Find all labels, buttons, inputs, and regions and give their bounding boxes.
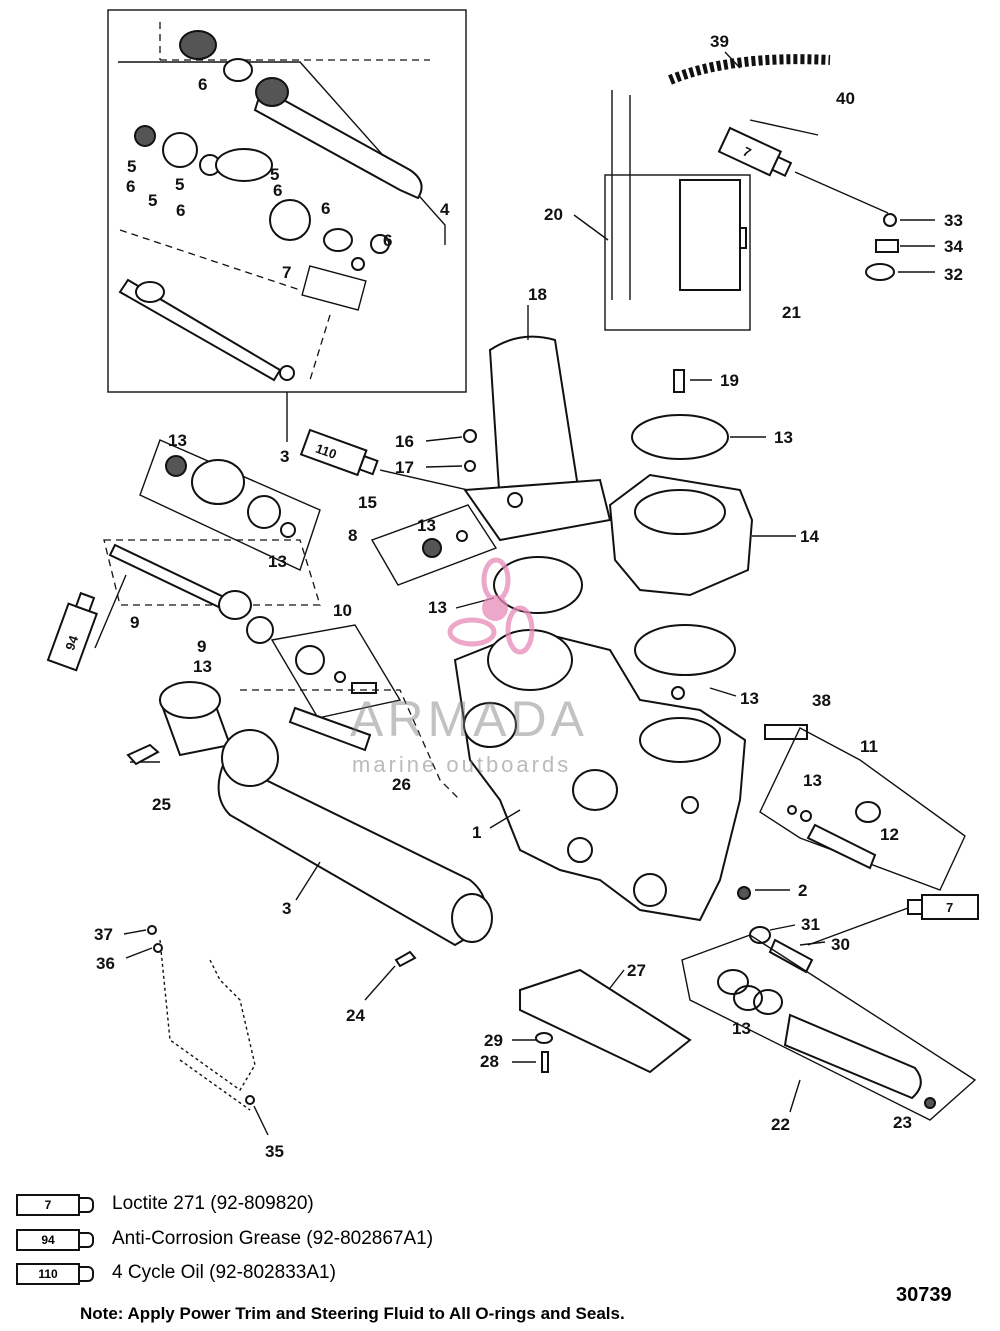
trim-motor	[604, 54, 831, 331]
callout-19: 19	[720, 371, 739, 390]
callout-33: 33	[944, 211, 963, 230]
callout-10: 10	[333, 601, 352, 620]
callout-3: 3	[280, 447, 289, 466]
manifold-kit	[103, 439, 321, 644]
pump	[608, 473, 754, 597]
callout-13: 13	[732, 1019, 751, 1038]
callout-7: 7	[282, 263, 291, 282]
callout-2: 2	[798, 881, 807, 900]
callout-5: 5	[127, 157, 136, 176]
watermark-subtitle: marine outboards	[352, 752, 572, 777]
callout-5: 5	[270, 165, 279, 184]
watermark: ARMADA marine outboards	[340, 690, 660, 790]
callout-35: 35	[265, 1142, 284, 1161]
callout-13: 13	[740, 689, 759, 708]
callout-28: 28	[480, 1052, 499, 1071]
callout-37: 37	[94, 925, 113, 944]
callout-20: 20	[544, 205, 563, 224]
callout-21: 21	[782, 303, 801, 322]
callout-15: 15	[358, 493, 377, 512]
callout-13: 13	[428, 598, 447, 617]
tube-94: 94	[46, 591, 98, 672]
main-body	[453, 628, 747, 922]
callout-26: 26	[392, 775, 411, 794]
callout-8: 8	[348, 526, 357, 545]
callout-32: 32	[944, 265, 963, 284]
callout-13: 13	[417, 516, 436, 535]
callout-9: 9	[130, 613, 139, 632]
callout-31: 31	[801, 915, 820, 934]
cylinder-kit-box	[107, 9, 467, 393]
svg-text:94: 94	[62, 633, 81, 652]
callout-17: 17	[395, 458, 414, 477]
callout-34: 34	[944, 237, 963, 256]
legend-text: Anti-Corrosion Grease (92-802867A1)	[112, 1228, 434, 1249]
callout-29: 29	[484, 1031, 503, 1050]
callout-13: 13	[803, 771, 822, 790]
legend-text: Loctite 271 (92-809820)	[112, 1193, 314, 1214]
callout-4: 4	[440, 200, 450, 219]
callout-6: 6	[126, 177, 135, 196]
trim-cylinder	[158, 681, 493, 947]
callout-5: 5	[175, 175, 184, 194]
callout-24: 24	[346, 1006, 365, 1025]
callout-30: 30	[831, 935, 850, 954]
callout-5: 5	[148, 191, 157, 210]
callout-3: 3	[282, 899, 291, 918]
callout-25: 25	[152, 795, 171, 814]
callout-13: 13	[774, 428, 793, 447]
callout-36: 36	[96, 954, 115, 973]
callout-38: 38	[812, 691, 831, 710]
callout-23: 23	[893, 1113, 912, 1132]
drawing-number: 30739	[896, 1284, 952, 1306]
footer-note: Note: Apply Power Trim and Steering Flui…	[80, 1304, 625, 1323]
legend-item-loctite: 7 Loctite 271 (92-809820)	[16, 1190, 536, 1220]
callout-6: 6	[176, 201, 185, 220]
legend-item-grease: 94 Anti-Corrosion Grease (92-802867A1)	[16, 1225, 536, 1255]
mount-bracket	[159, 939, 256, 1111]
callout-18: 18	[528, 285, 547, 304]
callout-6: 6	[273, 181, 282, 200]
callout-6: 6	[321, 199, 330, 218]
callout-6: 6	[198, 75, 207, 94]
svg-text:110: 110	[314, 441, 339, 462]
callout-22: 22	[771, 1115, 790, 1134]
callout-27: 27	[627, 961, 646, 980]
callout-16: 16	[395, 432, 414, 451]
callout-13: 13	[268, 552, 287, 571]
svg-text:7: 7	[946, 900, 953, 915]
callout-40: 40	[836, 89, 855, 108]
callout-6: 6	[383, 231, 392, 250]
legend-text: 4 Cycle Oil (92-802833A1)	[112, 1262, 336, 1283]
callout-12: 12	[880, 825, 899, 844]
callout-13: 13	[193, 657, 212, 676]
watermark-title: ARMADA	[350, 691, 588, 747]
reservoir	[463, 305, 612, 542]
callout-13: 13	[168, 431, 187, 450]
callout-11: 11	[860, 737, 878, 756]
callout-14: 14	[800, 527, 819, 546]
tube-7-lower: 7	[907, 894, 979, 920]
legend-item-oil: 110 4 Cycle Oil (92-802833A1)	[16, 1259, 536, 1289]
callout-1: 1	[472, 823, 481, 842]
watermark-logo-icon	[447, 557, 535, 655]
callout-9: 9	[197, 637, 206, 656]
tube-7-upper: 7	[717, 126, 793, 178]
tube-110: 110	[299, 428, 379, 477]
callout-39: 39	[710, 32, 729, 51]
